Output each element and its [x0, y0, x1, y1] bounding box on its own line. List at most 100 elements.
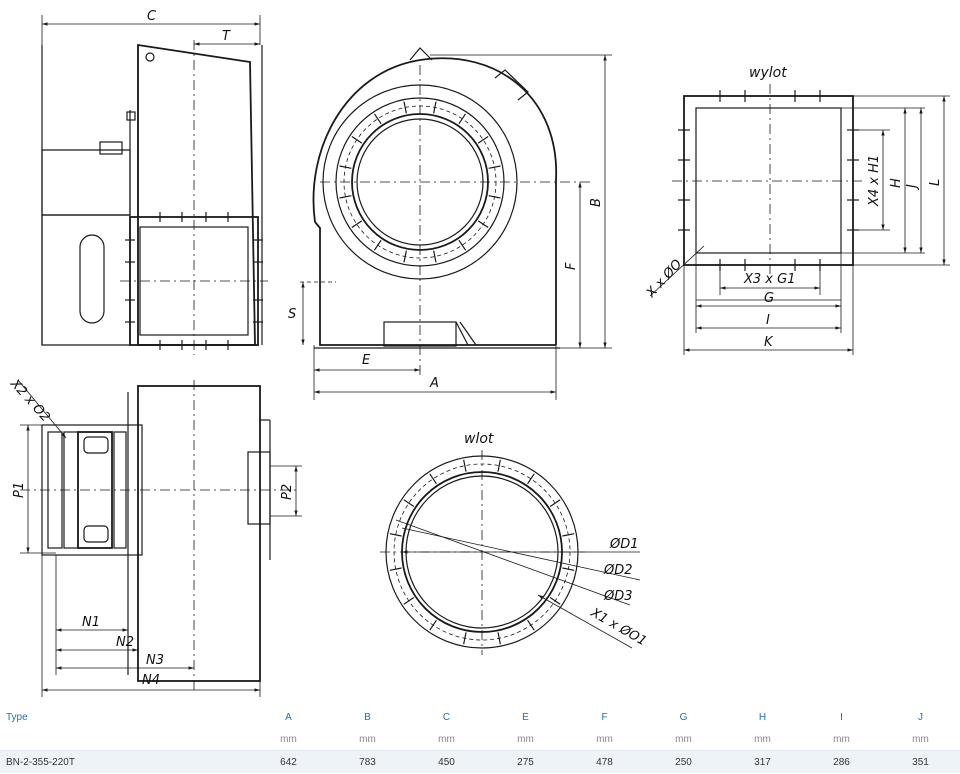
table-row-cell: 317: [723, 750, 802, 773]
table-units-row-cell: [0, 728, 249, 751]
bolt-tick: [373, 113, 382, 125]
bolt-tick: [429, 473, 437, 485]
table-header-row-cell: C: [442, 711, 451, 723]
dim-D3-label: ØD3: [603, 589, 633, 604]
table-units-row-cell: mm: [280, 733, 297, 745]
table-units-row-cell: mm: [359, 733, 376, 745]
table-units-row-cell: mm: [596, 733, 613, 745]
inlet-view: wlot ØD1 ØD2 ØD3 X1 x ØO1: [380, 431, 649, 655]
bolt-tick: [351, 135, 363, 144]
bolt-tick: [433, 250, 437, 263]
table-header-row-cell: H: [758, 711, 767, 723]
dim-N1-label: N1: [82, 615, 100, 630]
dim-L-label: L: [928, 179, 943, 186]
dim-N4-label: N4: [142, 673, 160, 688]
dim-H-label: H: [889, 178, 904, 188]
bolt-tick: [477, 220, 489, 229]
table-units-row-cell: mm: [754, 733, 771, 745]
bolt-tick: [389, 567, 402, 571]
table-units-row-cell: mm: [517, 733, 534, 745]
table-header-row-cell: F: [601, 711, 608, 723]
table-header-row-cell: J: [918, 711, 923, 723]
table-units-row-cell: mm: [675, 733, 692, 745]
bolt-tick: [403, 101, 407, 114]
dim-S-label: S: [288, 307, 296, 322]
dim-X2O2-label: X2 x O2: [6, 376, 52, 425]
table-header-row-cell: A: [285, 711, 292, 723]
dim-I-label: I: [766, 313, 770, 328]
outlet-view: wylot X4 x H1 H J L X3 x G1: [643, 65, 950, 355]
dim-X1O1-label: X1 x ØO1: [587, 605, 649, 649]
dim-N2-label: N2: [116, 635, 134, 650]
outlet-title: wylot: [749, 65, 787, 81]
dim-P1-label: P1: [12, 482, 27, 498]
bolt-tick: [497, 632, 501, 645]
dim-E-label: E: [362, 353, 371, 368]
table-row-cell: 250: [644, 750, 723, 773]
technical-drawing: C T S E A: [6, 9, 950, 697]
bolt-tick: [463, 459, 467, 472]
bolt-tick: [562, 567, 575, 571]
bolt-tick: [403, 499, 415, 507]
bolt-tick: [403, 597, 415, 605]
bolt-tick: [373, 239, 382, 251]
table-header-row-cell: Type: [6, 711, 28, 723]
table-header-row-cell: B: [364, 711, 371, 723]
dim-A-label: A: [429, 376, 439, 391]
table-units-row-cell: mm: [438, 733, 455, 745]
table-header-row-cell: G: [679, 711, 688, 723]
dim-D1-label: ØD1: [609, 537, 639, 552]
dim-XO-label: X x ØO: [643, 257, 685, 301]
bolt-tick: [339, 195, 352, 199]
top-view: X2 x O2 P1 P2 N1 N2 N3 N4: [6, 376, 302, 697]
table-header-row-cell: I: [840, 711, 843, 723]
bolt-tick: [497, 459, 501, 472]
bolt-tick: [488, 195, 501, 199]
bolt-tick: [429, 619, 437, 631]
bolt-tick: [433, 101, 437, 114]
table-row-cell: 275: [486, 750, 565, 773]
table-row-cell: BN-2-355-220T: [0, 750, 249, 773]
dim-K-label: K: [764, 335, 774, 350]
bolt-tick: [549, 597, 561, 605]
table-row-cell: 286: [802, 750, 881, 773]
bolt-tick: [527, 473, 535, 485]
dim-N3-label: N3: [146, 653, 164, 668]
table-row-cell: 783: [328, 750, 407, 773]
table-units-row-cell: mm: [912, 733, 929, 745]
dim-C-label: C: [147, 9, 157, 24]
table-row-cell: 351: [881, 750, 960, 773]
dim-G-label: G: [764, 291, 774, 306]
dim-D2-label: ØD2: [603, 563, 633, 578]
inlet-title: wlot: [464, 431, 494, 447]
table-units-row-cell: mm: [833, 733, 850, 745]
table-row-cell: 642: [249, 750, 328, 773]
bolt-tick: [477, 135, 489, 144]
bolt-tick: [458, 239, 467, 251]
bolt-tick: [351, 220, 363, 229]
bolt-tick: [549, 499, 561, 507]
dim-J-label: J: [905, 184, 920, 191]
front-view: S E A F B: [288, 47, 612, 400]
table-row-cell: 478: [565, 750, 644, 773]
dim-T-label: T: [222, 29, 231, 44]
bolt-tick: [389, 533, 402, 537]
bolt-tick: [463, 632, 467, 645]
dim-F-label: F: [564, 262, 579, 270]
bolt-tick: [403, 250, 407, 263]
side-view: C T: [41, 9, 268, 355]
dim-B-label: B: [589, 198, 604, 207]
table-row-cell: 450: [407, 750, 486, 773]
bolt-tick: [527, 619, 535, 631]
bolt-tick: [562, 533, 575, 537]
bolt-tick: [488, 165, 501, 169]
bolt-tick: [458, 113, 467, 125]
bolt-tick: [339, 165, 352, 169]
dim-P2-label: P2: [280, 484, 295, 500]
table-units-row: mm mm mm mm mm mm mm mm mm: [0, 728, 960, 751]
dim-X4H1-label: X4 x H1: [867, 155, 882, 207]
dim-X3G1-label: X3 x G1: [743, 272, 795, 287]
